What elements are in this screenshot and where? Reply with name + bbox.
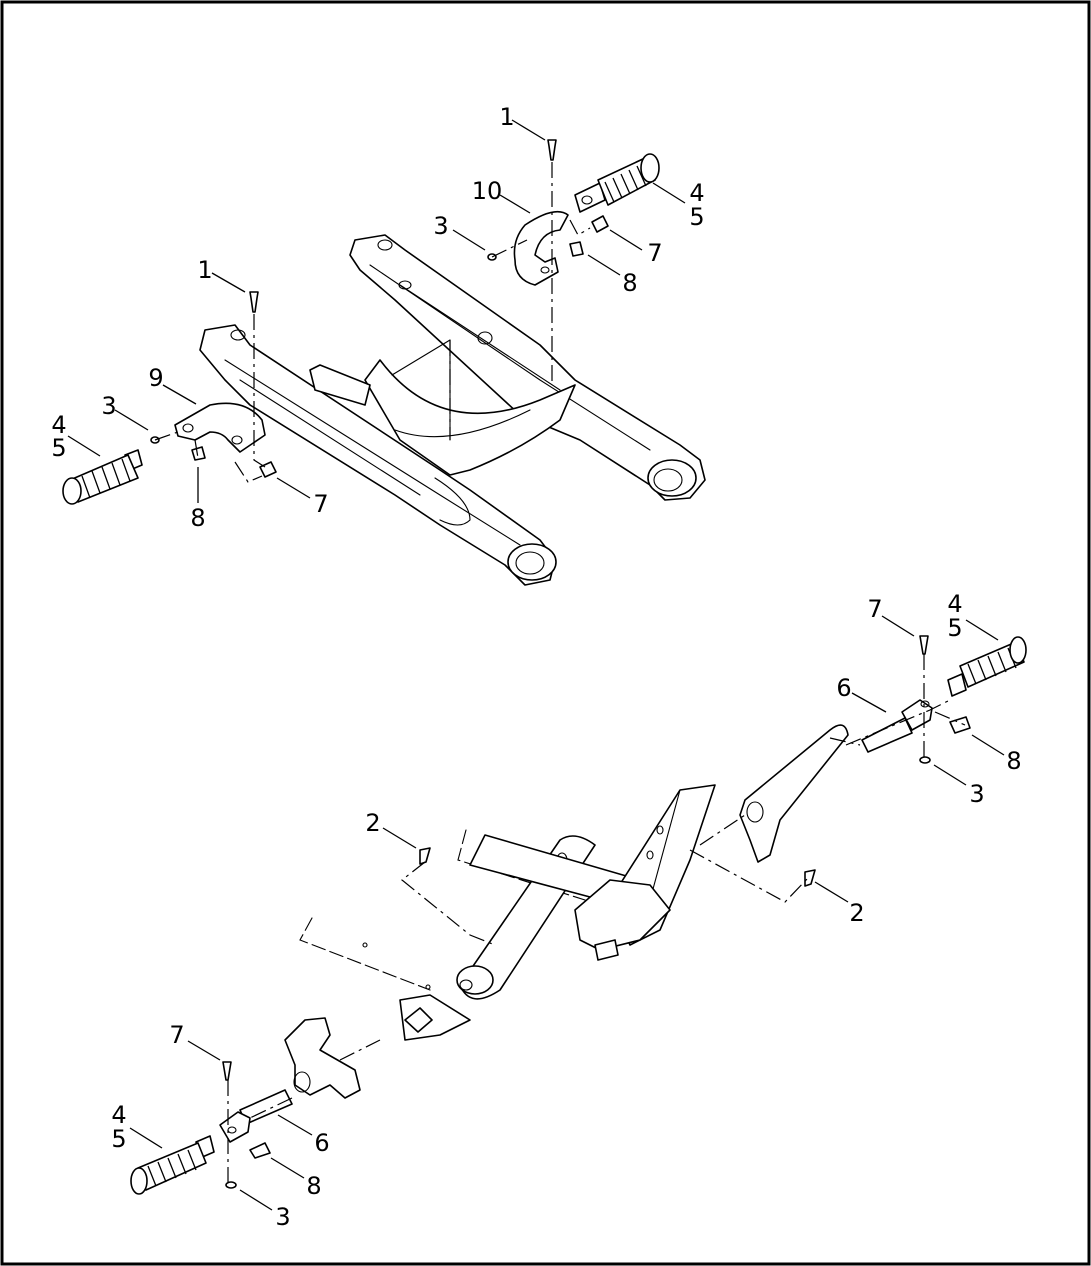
callout-label: 3 <box>101 392 116 420</box>
callout-labels: 1 10 3 4 5 7 8 1 9 3 4 5 8 7 7 4 5 6 8 3… <box>51 103 1021 1231</box>
callout-label: 4 <box>689 179 704 207</box>
footpeg-mount-left-lower <box>284 1017 361 1099</box>
footpeg-bracket-right-upper <box>513 210 569 286</box>
callout-label: 7 <box>313 490 328 518</box>
callout-label: 7 <box>867 595 882 623</box>
callout-label: 3 <box>275 1203 290 1231</box>
callout-label: 1 <box>499 103 514 131</box>
callout-label: 5 <box>689 203 704 231</box>
callout-label: 8 <box>190 504 205 532</box>
callout-label: 5 <box>947 614 962 642</box>
callout-label: 6 <box>836 674 851 702</box>
callout-label: 1 <box>197 256 212 284</box>
callout-label: 4 <box>947 590 962 618</box>
callout-label: 8 <box>622 269 637 297</box>
callout-label: 6 <box>314 1129 329 1157</box>
callout-label: 5 <box>51 434 66 462</box>
callout-label: 4 <box>51 411 66 439</box>
callout-label: 3 <box>969 780 984 808</box>
callout-leaders <box>67 119 1005 1211</box>
callout-label: 9 <box>148 364 163 392</box>
footpeg-bracket-left-upper <box>174 402 266 453</box>
callout-label: 10 <box>472 177 503 205</box>
swingarm <box>199 234 706 586</box>
frame-section <box>299 784 716 1041</box>
callout-label: 4 <box>111 1101 126 1129</box>
footpeg-upper-left <box>62 449 143 505</box>
callout-label: 7 <box>647 239 662 267</box>
callout-label: 3 <box>433 212 448 240</box>
assembly-centerlines <box>154 162 966 1182</box>
footpeg-lower-right <box>947 636 1027 697</box>
fasteners-upper <box>150 139 609 478</box>
callout-label: 7 <box>169 1021 184 1049</box>
footpeg-upper-right <box>574 153 660 213</box>
callout-label: 5 <box>111 1125 126 1153</box>
callout-label: 2 <box>849 899 864 927</box>
footpeg-mount-right-lower <box>739 724 849 863</box>
callout-label: 8 <box>1006 747 1021 775</box>
callout-label: 2 <box>365 809 380 837</box>
clevis-pin-left <box>219 1089 293 1143</box>
callout-label: 8 <box>306 1172 321 1200</box>
clevis-pin-right <box>861 699 933 753</box>
footpeg-lower-left <box>130 1135 215 1195</box>
